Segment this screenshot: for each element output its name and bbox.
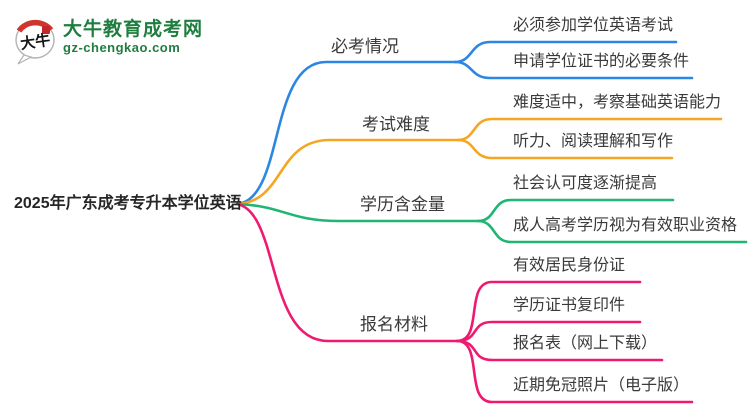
leaf-node: 必须参加学位英语考试	[513, 17, 674, 34]
branch-lines-bikaoqingkuang	[235, 40, 694, 206]
leaf-node: 社会认可度逐渐提高	[513, 175, 658, 192]
leaf-node: 申请学位证书的必要条件	[513, 53, 690, 70]
leaf-node: 成人高考学历视为有效职业资格	[513, 217, 738, 234]
branch3-main-line	[235, 202, 480, 223]
branch-lines-xuelihanjinliang	[235, 198, 748, 244]
branch-lines-baomingcailiao	[235, 202, 694, 404]
leaf-node: 有效居民身份证	[513, 257, 626, 274]
branch-label-bikaoqingkuang: 必考情况	[331, 37, 399, 56]
leaf-node: 学历证书复印件	[513, 297, 626, 314]
branch3-leaf1-line	[476, 198, 675, 223]
daniu-icon-text: 大牛	[19, 31, 51, 53]
site-logo-title: 大牛教育成考网	[63, 19, 204, 40]
branch1-leaf2-line	[453, 60, 694, 80]
branch2-main-line	[235, 138, 460, 206]
branch-label-kaoshinandu: 考试难度	[362, 115, 430, 134]
site-logo-url: gz-chengkao.com	[63, 40, 181, 55]
branch2-leaf2-line	[456, 138, 674, 160]
daniu-bubble-icon: 大牛	[15, 19, 55, 65]
leaf-node: 难度适中，考察基础英语能力	[513, 94, 722, 111]
root-node: 2025年广东成考专升本学位英语	[14, 195, 242, 212]
branch3-leaf2-line	[476, 219, 748, 244]
site-logo[interactable]: 大牛 大牛教育成考网 gz-chengkao.com	[13, 15, 203, 65]
leaf-node: 听力、阅读理解和写作	[513, 133, 674, 150]
branch4-leaf1-line	[455, 280, 642, 343]
branch4-leaf4-line	[455, 339, 694, 404]
leaf-node: 报名表（网上下载）	[513, 335, 658, 352]
branch-label-baomingcailiao: 报名材料	[360, 315, 428, 334]
branch-lines-kaoshinandu	[235, 117, 723, 206]
branch4-main-line	[235, 202, 459, 343]
branch-label-xuelihanjinliang: 学历含金量	[360, 195, 445, 214]
branch1-main-line	[235, 60, 457, 206]
leaf-node: 近期免冠照片（电子版）	[513, 377, 690, 394]
